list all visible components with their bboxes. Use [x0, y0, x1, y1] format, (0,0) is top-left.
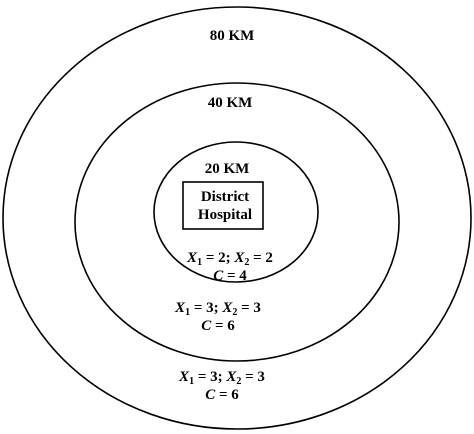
inner-ring-c-value: C = 4 [213, 268, 247, 284]
district-hospital-line1: District [201, 189, 249, 205]
outer-ring-c-value: C = 6 [205, 387, 239, 403]
middle-ring-x-values: X1 = 3; X2 = 3 [174, 300, 261, 318]
middle-ring-40km [74, 82, 400, 362]
middle-ring-c-value: C = 6 [201, 318, 235, 334]
district-hospital-line2: Hospital [198, 207, 252, 223]
outer-ring-label: 80 KM [210, 28, 255, 44]
middle-ring-label: 40 KM [208, 95, 253, 111]
district-hospital-box [182, 181, 264, 230]
inner-ring-label: 20 KM [205, 161, 250, 177]
outer-ring-80km [2, 6, 472, 430]
outer-ring-x-values: X1 = 3; X2 = 3 [178, 369, 265, 387]
inner-ring-x-values: X1 = 2; X2 = 2 [186, 250, 273, 268]
inner-ring-20km [153, 141, 319, 283]
